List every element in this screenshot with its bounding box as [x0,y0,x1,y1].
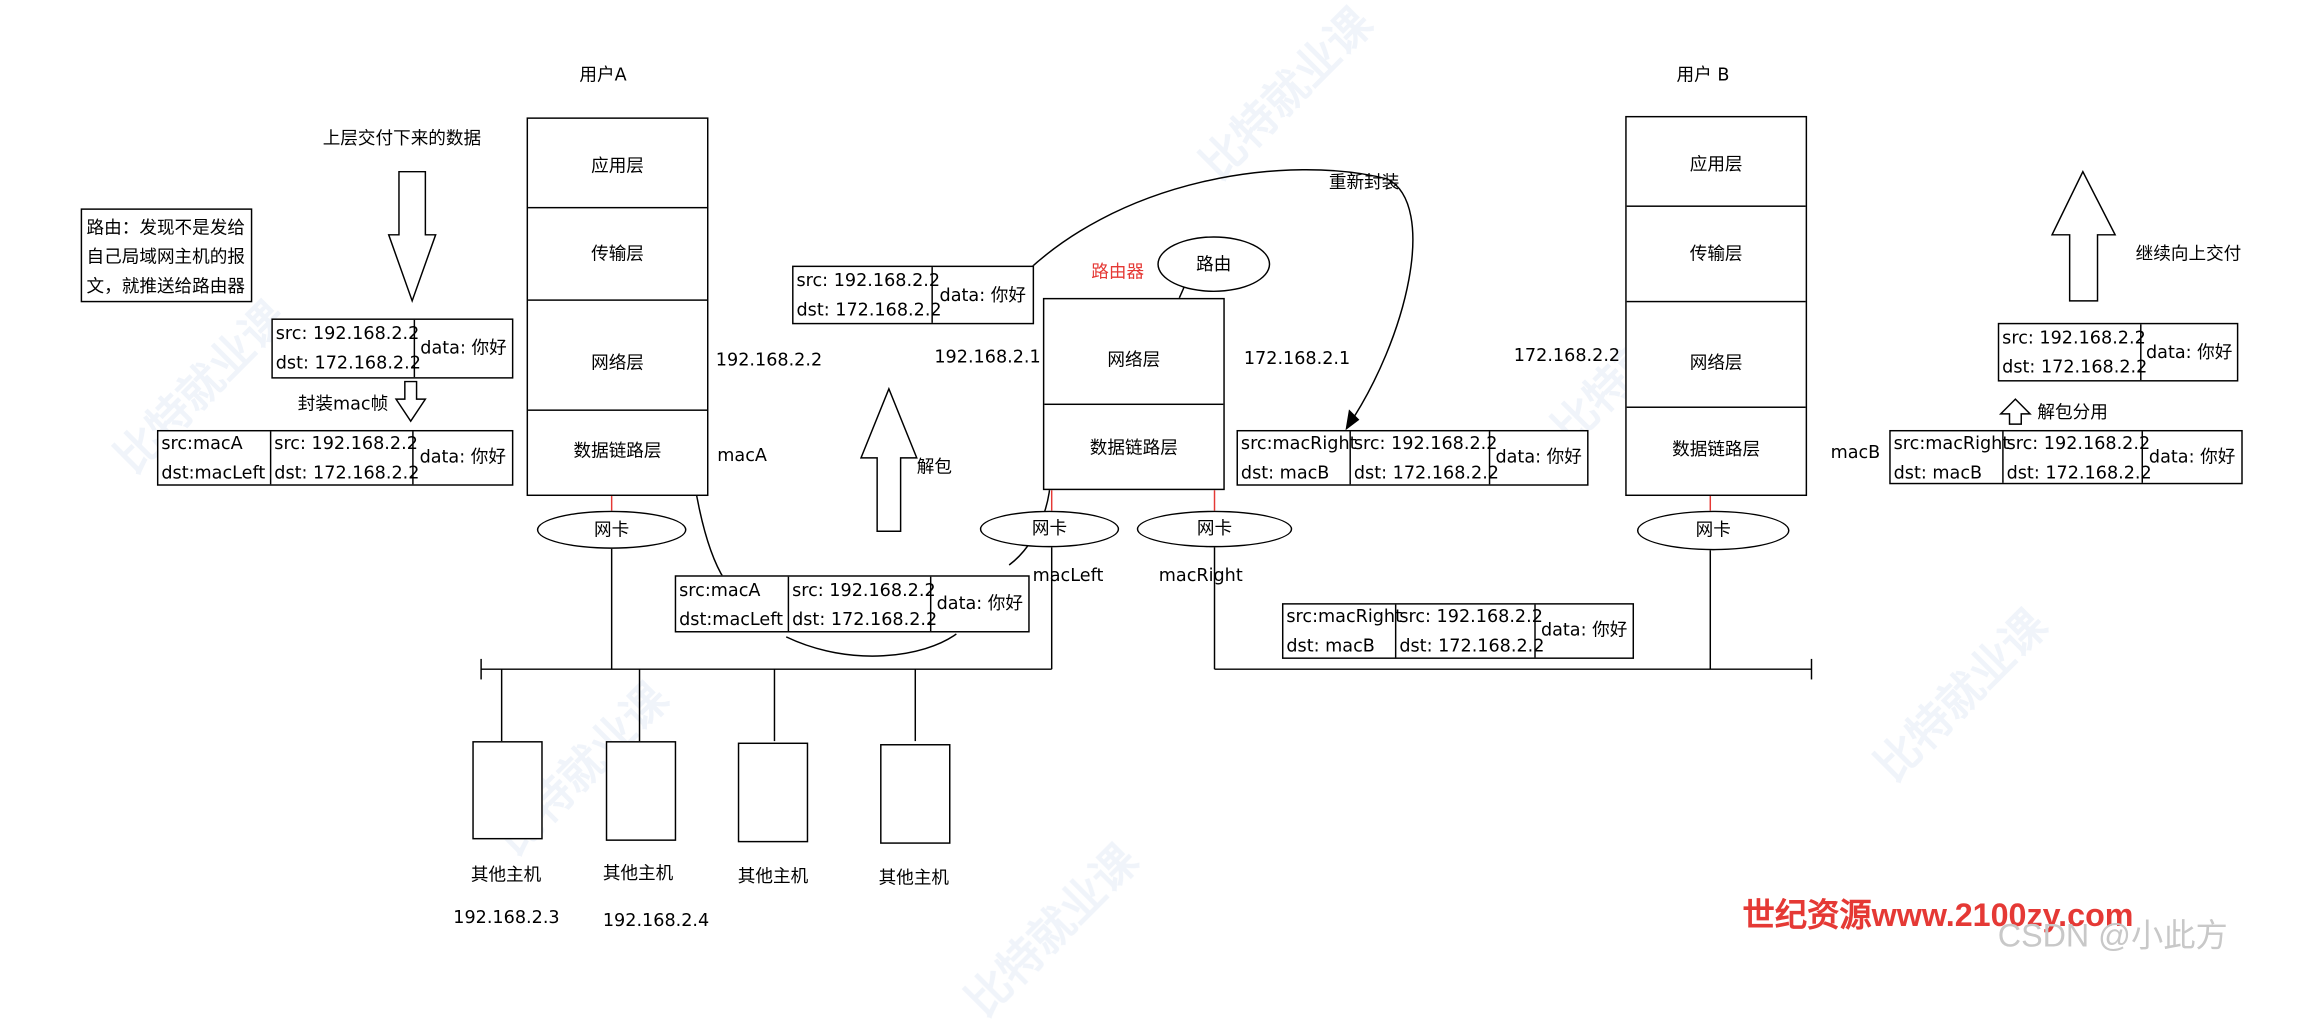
router-mac-right: macRight [1158,564,1243,586]
network-diagram: 比特就业课 比特就业课 比特就业课 比特就业课 比特就业课 比特就业课 [80,0,2243,1027]
router-nic-left: 网卡 [979,510,1120,548]
mac-frame-lan-a: src:macA dst:macLeft src: 192.168.2.2 ds… [674,575,1030,633]
data-link-layer: 数据链路层 [1672,438,1761,460]
host-label: 其他主机 [602,862,674,884]
network-layer: 网络层 [528,301,707,411]
user-a-title: 用户A [579,64,627,86]
mac-frame-reencap: src:macRight dst: macB src: 192.168.2.2 … [1236,429,1589,486]
user-a-mac: macA [717,444,767,466]
host-computer [880,744,951,844]
ip-packet: src: 192.168.2.2 dst: 172.168.2.2 data: … [271,318,514,379]
host-computer [472,741,543,840]
application-layer: 应用层 [1626,117,1806,207]
unpack-label: 解包 [916,456,952,477]
reencap-curve [1011,169,1414,429]
host-computer [737,742,809,843]
mac-frame: src:macA dst:macLeft src: 192.168.2.2 ds… [156,429,514,486]
unpack-share-label: 解包分用 [2037,402,2108,423]
mac-frame-received: src:macRight dst: macB src: 192.168.2.2 … [1889,429,2243,485]
encap-frame-label: 封装mac帧 [297,393,389,414]
host-ip: 192.168.2.4 [602,909,710,931]
user-a-protocol-stack: 应用层 传输层 网络层 数据链路层 [526,117,709,497]
host-label: 其他主机 [878,867,950,888]
up-arrow-icon [2050,170,2117,302]
continue-up-label: 继续向上交付 [2135,243,2242,265]
host-label: 其他主机 [470,864,542,885]
host-ip: 192.168.2.3 [453,906,560,928]
router-ip-right: 172.168.2.1 [1243,347,1351,369]
host-label: 其他主机 [737,865,809,887]
reencap-label: 重新封装 [1328,171,1400,193]
upper-data-label: 上层交付下来的数据 [322,127,482,149]
ip-packet-unpacked: src: 192.168.2.2 dst: 172.168.2.2 data: … [792,265,1035,325]
user-b-nic: 网卡 [1636,510,1790,551]
router-network-layer: 网络层 [1044,299,1224,406]
user-b-title: 用户 B [1676,64,1730,86]
data-link-layer: 数据链路层 [573,440,662,461]
router-nic-right: 网卡 [1136,510,1293,548]
user-a-ip: 192.168.2.2 [715,349,823,370]
user-b-protocol-stack: 应用层 传输层 网络层 数据链路层 [1625,115,1808,497]
down-arrow-icon [387,170,437,304]
router-bubble: 路由 [1157,236,1271,293]
routing-note: 路由：发现不是发给自己局域网主机的报文，就推送给路由器 [80,208,253,303]
down-arrow-icon [394,380,427,423]
up-arrow-icon [859,386,918,532]
network-layer: 网络层 [1626,302,1806,408]
router-title: 路由器 [1091,261,1145,282]
router-data-link-layer: 数据链路层 [1089,437,1178,458]
application-layer: 应用层 [528,119,707,209]
csdn-watermark: CSDN @小此方 [1997,917,2228,954]
up-arrow-icon [1998,398,2032,425]
host-computer [605,741,677,841]
user-b-ip: 172.168.2.2 [1513,344,1621,366]
transport-layer: 传输层 [1626,207,1806,303]
transport-layer: 传输层 [528,208,707,301]
user-a-nic: 网卡 [536,510,687,549]
ip-packet-delivered: src: 192.168.2.2 dst: 172.168.2.2 data: … [1997,322,2239,382]
brand-watermark: 世纪资源www.2100zy.com [1742,896,2134,934]
router-protocol-stack: 网络层 数据链路层 [1042,297,1225,491]
mac-frame-lan-b: src:macRight dst: macB src: 192.168.2.2 … [1281,603,1635,659]
router-mac-left: macLeft [1032,564,1104,586]
user-b-mac: macB [1830,441,1881,463]
router-ip-left: 192.168.2.1 [934,346,1041,367]
